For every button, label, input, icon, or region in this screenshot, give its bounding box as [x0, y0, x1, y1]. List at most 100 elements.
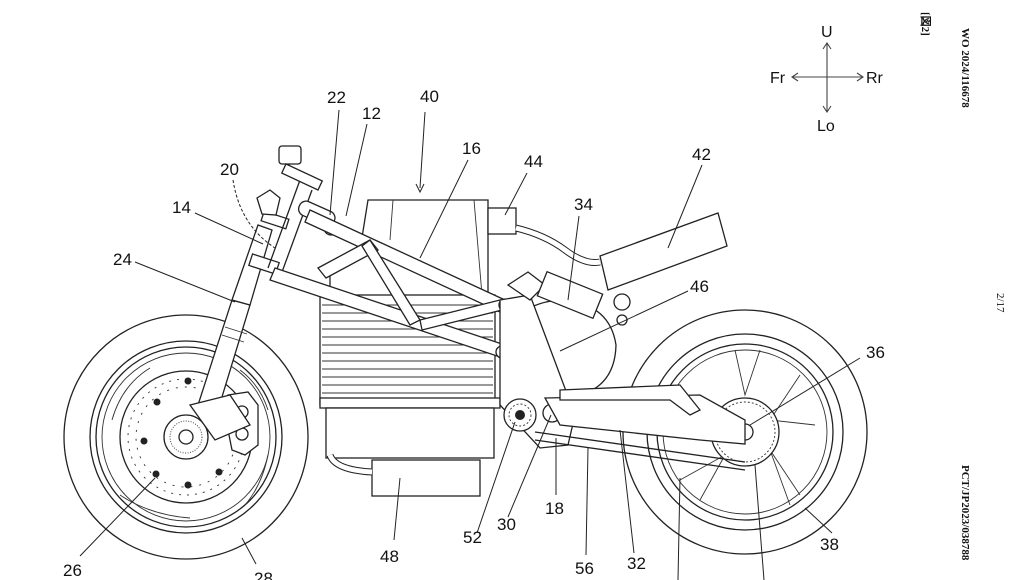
- front-spoke: [244, 454, 269, 506]
- label-16: 16: [462, 139, 481, 158]
- label-36: 36: [866, 343, 885, 362]
- label-34: 34: [574, 195, 593, 214]
- label-22: 22: [327, 88, 346, 107]
- connector-box: [487, 207, 517, 235]
- leader-40-arrowhead-icon: [415, 183, 425, 194]
- frame: [269, 209, 631, 449]
- leader-16: [419, 159, 469, 259]
- application-number: PCT/JP2023/038788: [959, 465, 971, 561]
- up-arrowhead-icon: [822, 42, 832, 50]
- figure-label: [図2]: [919, 12, 933, 36]
- label-26: 26: [63, 561, 82, 580]
- direction-front: Fr: [770, 70, 786, 87]
- down-arrowhead-icon: [822, 105, 832, 113]
- swing-arm: [543, 394, 746, 445]
- leader-54: [754, 464, 765, 580]
- page-indicator: 2/17: [994, 293, 1006, 313]
- front-spoke: [239, 369, 269, 411]
- frame-truss: [317, 239, 379, 279]
- direction-down: Lo: [817, 118, 835, 135]
- leader-56: [585, 447, 589, 556]
- leader-34: [567, 215, 580, 301]
- leader-14: [194, 212, 264, 245]
- label-18: 18: [545, 499, 564, 518]
- fork-bracket: [188, 394, 251, 441]
- leader-12: [345, 123, 368, 217]
- front-wheel: [63, 314, 309, 560]
- label-40: 40: [420, 87, 439, 106]
- leader-28: [241, 537, 257, 565]
- rear-unit-box: [599, 212, 728, 291]
- drive-sprocket: [503, 398, 537, 432]
- label-28: 28: [254, 569, 273, 580]
- steering-assembly: [256, 145, 339, 236]
- rear-spoke: [769, 374, 816, 426]
- front-spoke: [119, 494, 191, 519]
- fork-band: [224, 326, 248, 335]
- disc-bolt: [152, 470, 160, 478]
- brake-master-cylinder: [256, 189, 281, 216]
- leader-lines: [79, 109, 861, 580]
- front-tire-outer: [63, 314, 309, 560]
- rear-arrowhead-icon: [856, 72, 864, 82]
- leader-40: [419, 111, 426, 189]
- direction-rear: Rr: [866, 70, 884, 87]
- frame-truss: [361, 239, 421, 326]
- drive-shaft: [515, 410, 525, 420]
- disc-bolt: [184, 377, 192, 385]
- lower-cable-inner: [327, 453, 373, 475]
- disc-bolt: [153, 398, 161, 406]
- rear-sprocket-teeth: [714, 401, 776, 463]
- rear-spoke: [734, 349, 761, 397]
- leader-50: [677, 477, 681, 580]
- shock-eye-upper: [613, 293, 631, 311]
- front-tire-inner: [89, 340, 283, 534]
- leader-36: [749, 357, 861, 426]
- brake-reservoir: [278, 145, 302, 165]
- label-14: 14: [172, 198, 191, 217]
- label-38: 38: [820, 535, 839, 554]
- disc-bolt: [140, 437, 148, 445]
- leader-30: [507, 414, 552, 518]
- leader-52: [476, 421, 516, 534]
- label-42: 42: [692, 145, 711, 164]
- label-56: 56: [575, 559, 594, 578]
- front-fork: [188, 179, 313, 441]
- front-rim-inner: [101, 352, 271, 522]
- label-30: 30: [497, 515, 516, 534]
- chain-lower-run: [534, 439, 746, 471]
- label-32: 32: [627, 554, 646, 573]
- leader-22: [329, 109, 340, 216]
- publication-number: WO 2024/116678: [959, 28, 971, 108]
- label-52: 52: [463, 528, 482, 547]
- direction-up: U: [821, 24, 833, 41]
- fork-band: [221, 334, 245, 343]
- label-44: 44: [524, 152, 543, 171]
- rear-shock: [536, 270, 604, 320]
- leader-20: [232, 179, 276, 249]
- drive-sprocket-teeth: [508, 403, 532, 427]
- label-48: 48: [380, 547, 399, 566]
- label-46: 46: [690, 277, 709, 296]
- label-20: 20: [220, 160, 239, 179]
- direction-indicator: U Lo Fr Rr: [770, 24, 884, 135]
- leader-38: [804, 507, 833, 534]
- leader-46: [559, 290, 689, 352]
- battery-lower: [325, 407, 495, 459]
- leader-24: [134, 261, 236, 303]
- reference-numerals: 22 12 40 16 44 34 42 46 36 20 14 24 26 2…: [63, 87, 885, 580]
- leader-32: [619, 429, 635, 554]
- brake-lever-mount: [280, 163, 324, 191]
- front-arrowhead-icon: [791, 72, 799, 82]
- leader-44: [504, 172, 528, 216]
- swing-arm-upper-rail: [559, 384, 702, 416]
- front-spoke: [111, 367, 151, 421]
- cell-clamp-bar: [319, 397, 501, 409]
- front-hub-ring: [169, 420, 203, 454]
- disc-bolt: [184, 481, 192, 489]
- label-12: 12: [362, 104, 381, 123]
- leader-42: [667, 164, 703, 249]
- head-pipe-line: [267, 179, 301, 269]
- label-24: 24: [113, 250, 132, 269]
